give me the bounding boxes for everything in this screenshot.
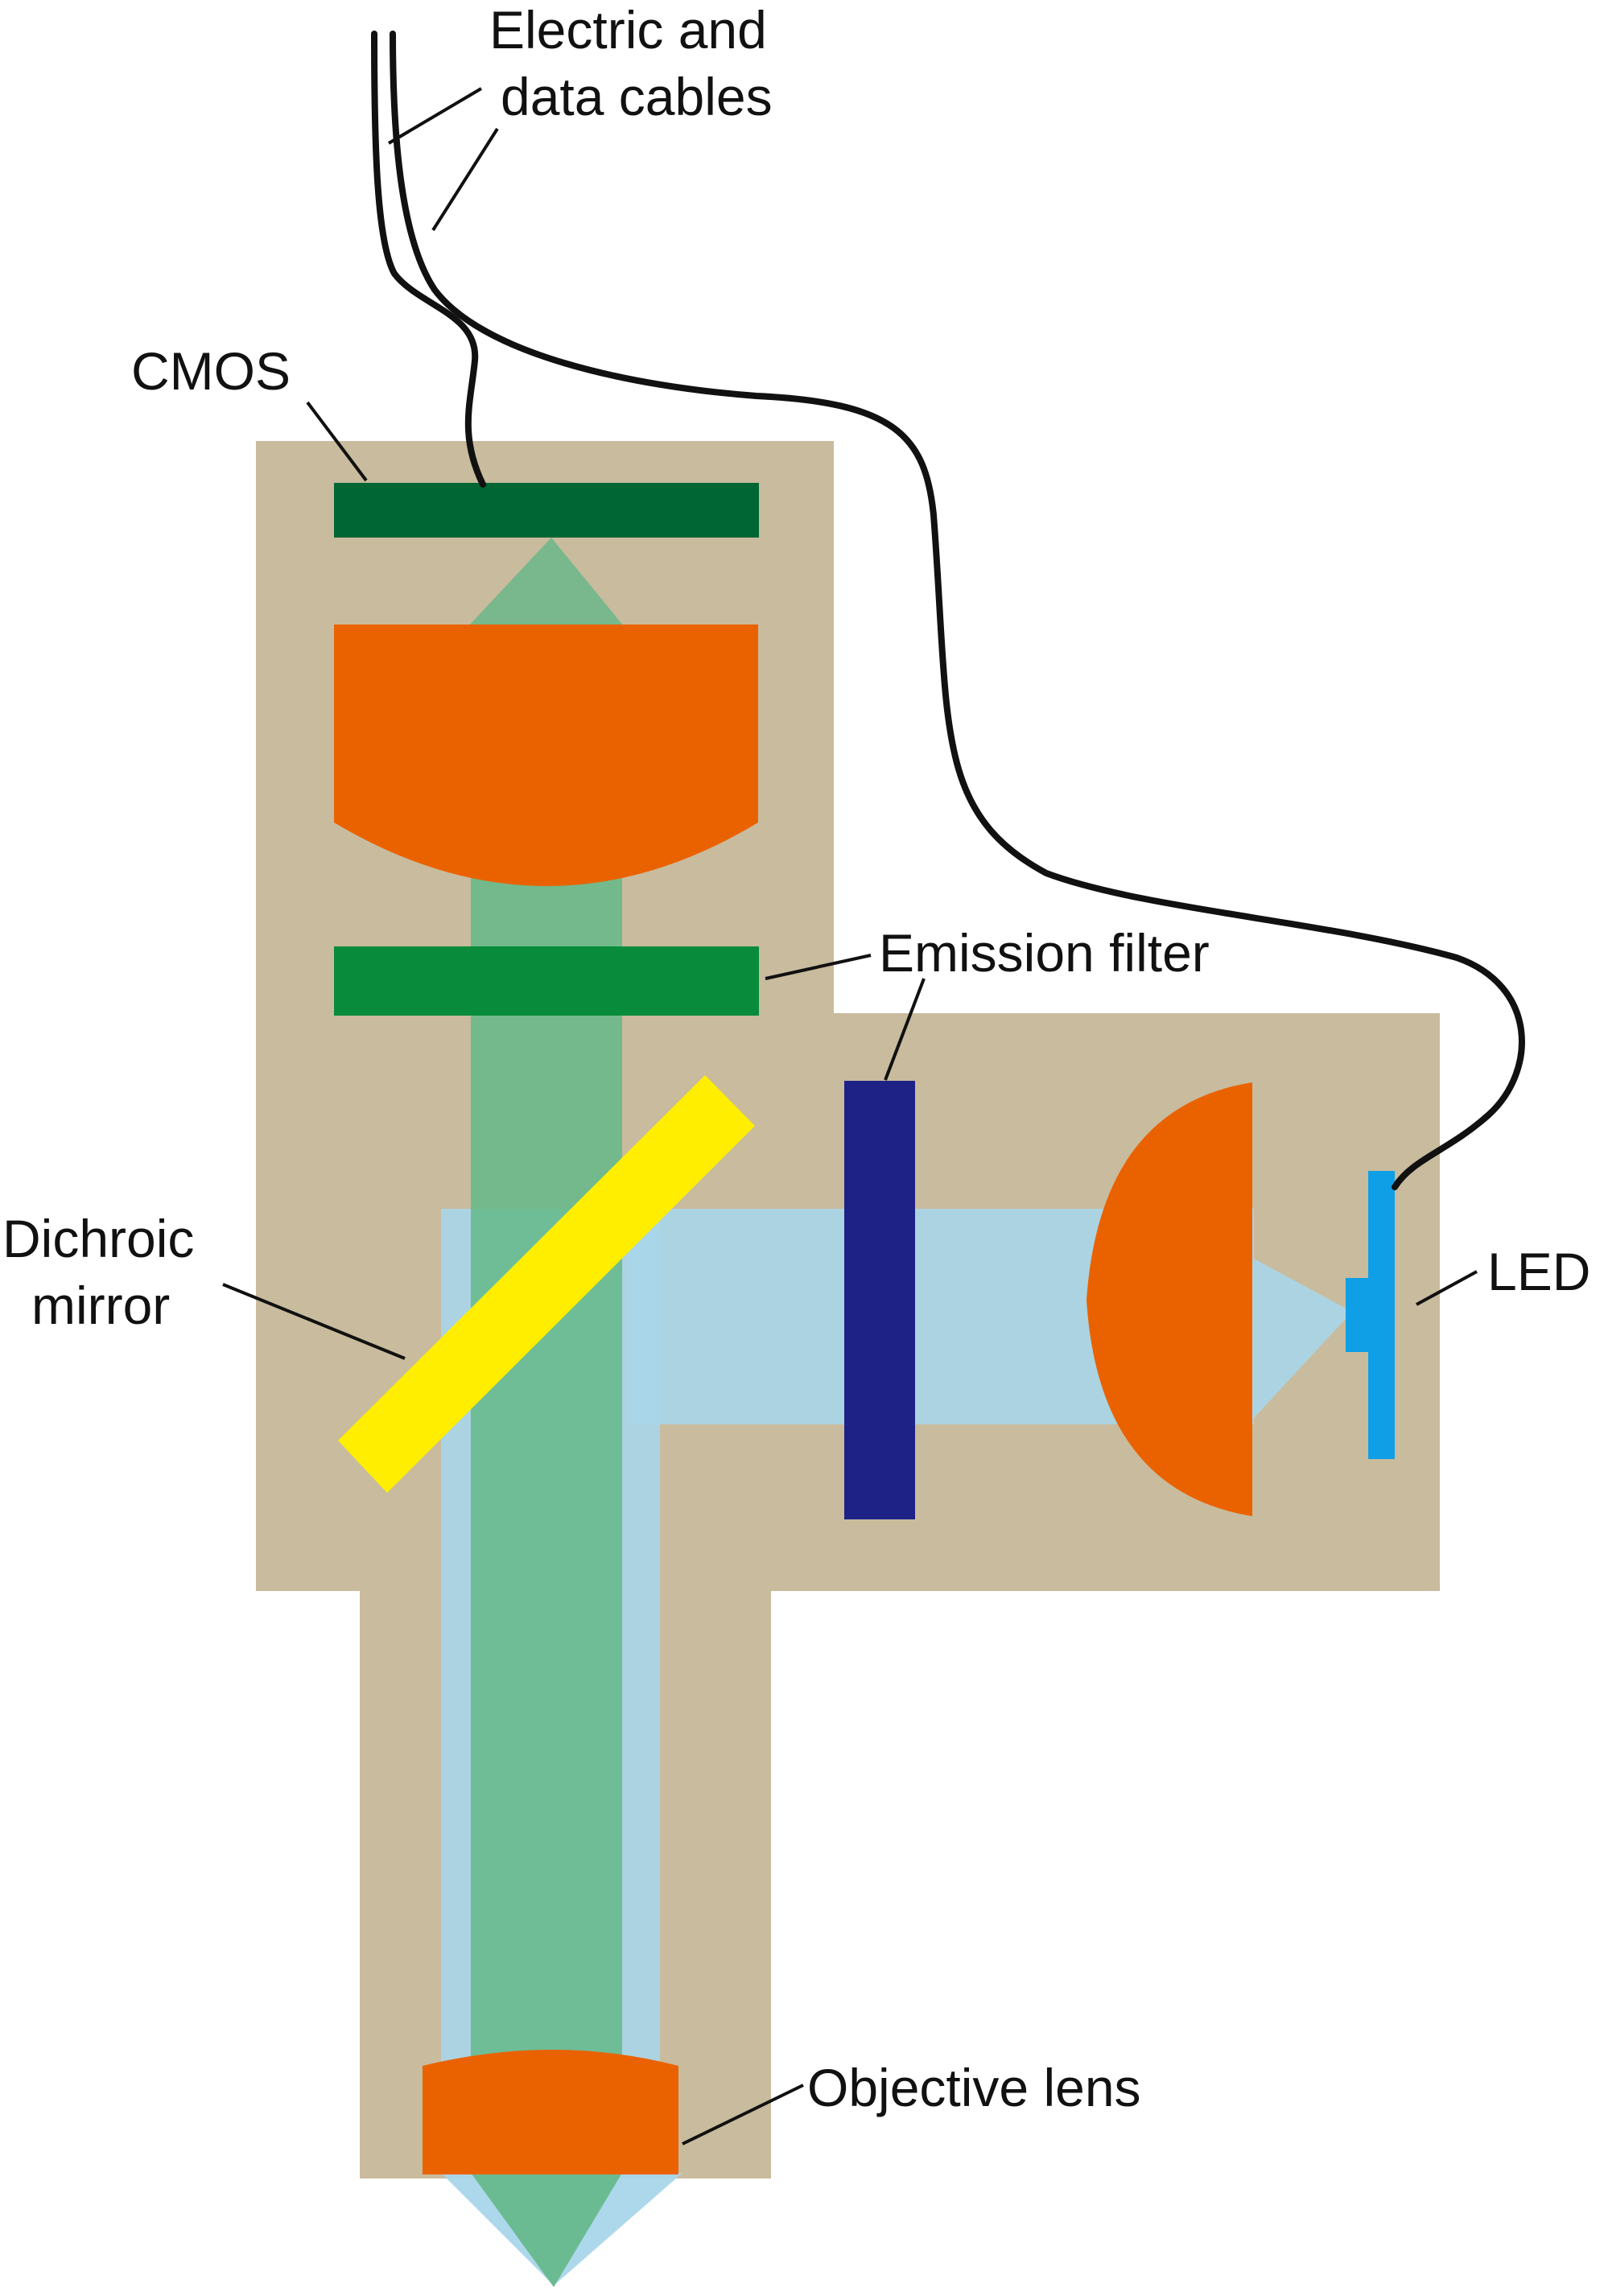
emission-light-focus [471,2173,622,2287]
cables-label-line1: Electric and [489,0,767,60]
cables-label-line2: data cables [501,67,773,126]
cmos-leader [306,401,368,482]
emission-filter-leader [765,954,872,980]
emission-filter [334,946,759,1016]
excitation-filter [844,1081,915,1519]
led-leader [1416,1270,1478,1306]
emission-light-cone-top [468,538,624,626]
emission-light-vertical [471,877,622,2133]
tube-lens [334,624,758,886]
led-stem [1368,1171,1395,1459]
led-emitter [1346,1278,1371,1352]
dichroic-label-line2: mirror [31,1276,170,1335]
dichroic-mirror-leader [222,1283,406,1360]
objective-lens [423,2050,678,2174]
objective-lens-leader [682,2084,804,2146]
dichroic-mirror [338,1075,755,1493]
led-label: LED [1487,1242,1590,1301]
objective-lens-label: Objective lens [807,2058,1141,2117]
cmos-sensor [334,483,759,538]
electric-cable [390,31,1525,1190]
dichroic-label-line1: Dichroic [2,1209,194,1268]
led [1346,1171,1395,1459]
cables-leader-2 [431,127,499,232]
data-cable [371,31,486,488]
collimator-lens [1087,1082,1252,1516]
excitation-light-tail [1254,1259,1352,1418]
emission-filter-label: Emission filter [879,923,1210,983]
cmos-label: CMOS [131,341,291,401]
cables-leader-1 [387,87,483,145]
excitation-filter-leader [884,978,926,1081]
